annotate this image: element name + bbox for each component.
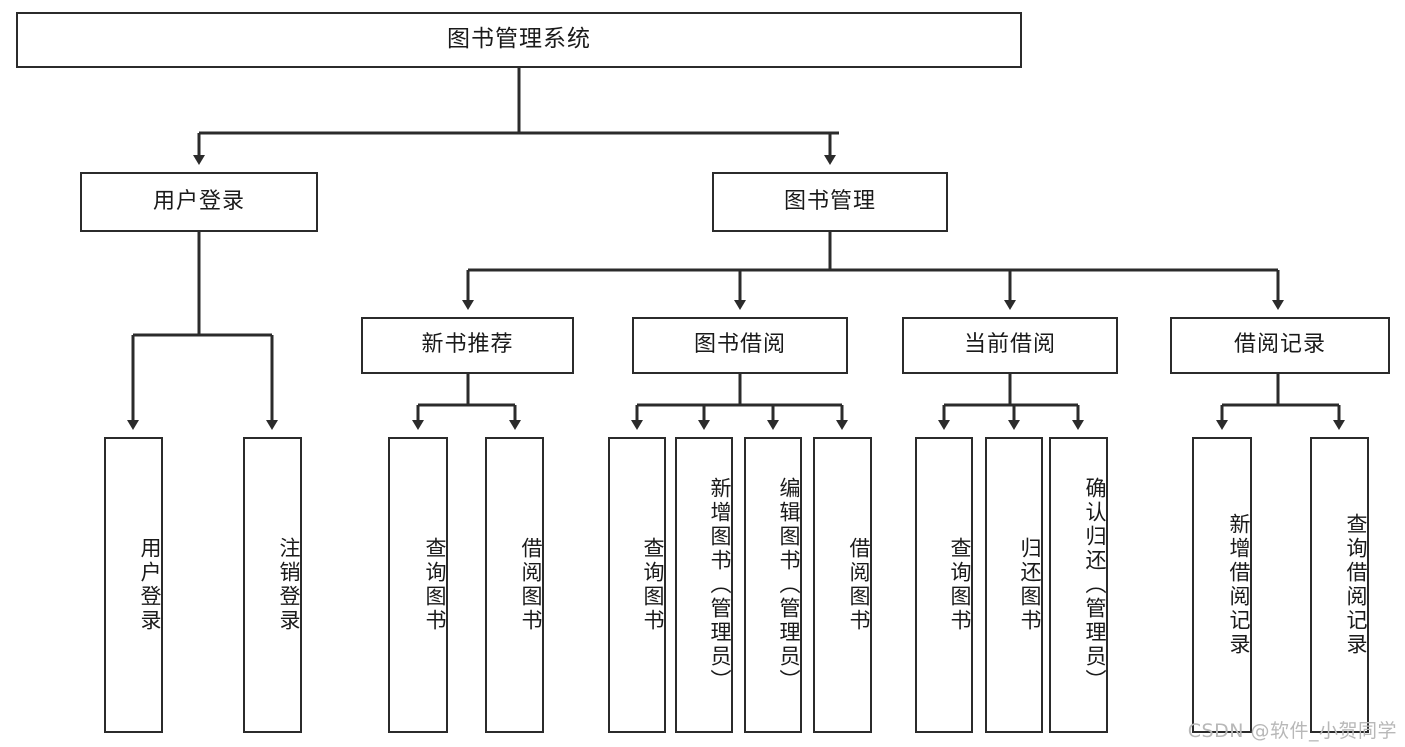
node-leaf-query-book-cur[interactable]: 查询图书 [915, 437, 973, 733]
node-leaf-query-book-rec[interactable]: 查询图书 [388, 437, 448, 733]
node-book-manage[interactable]: 图书管理 [712, 172, 948, 232]
node-leaf-return-book-label: 归还图书 [1018, 537, 1042, 633]
node-leaf-confirm-return[interactable]: 确认归还（管理员） [1049, 437, 1108, 733]
node-root-label: 图书管理系统 [447, 26, 591, 53]
node-leaf-query-book-cur-label: 查询图书 [948, 537, 972, 633]
node-leaf-query-book-rec-label: 查询图书 [423, 537, 447, 633]
node-leaf-query-record-label: 查询借阅记录 [1344, 513, 1368, 657]
node-leaf-borrow-book-bor[interactable]: 借阅图书 [813, 437, 872, 733]
node-leaf-query-book-bor-label: 查询图书 [641, 537, 665, 633]
node-book-manage-label: 图书管理 [783, 188, 876, 214]
node-leaf-add-book[interactable]: 新增图书（管理员） [675, 437, 733, 733]
node-leaf-add-record[interactable]: 新增借阅记录 [1192, 437, 1252, 733]
node-leaf-add-record-label: 新增借阅记录 [1227, 513, 1251, 657]
node-book-borrow-label: 图书借阅 [693, 332, 786, 358]
node-leaf-query-record[interactable]: 查询借阅记录 [1310, 437, 1369, 733]
node-leaf-borrow-book-rec[interactable]: 借阅图书 [485, 437, 544, 733]
node-leaf-query-book-bor[interactable]: 查询图书 [608, 437, 666, 733]
node-current-borrow[interactable]: 当前借阅 [902, 317, 1118, 374]
node-borrow-record[interactable]: 借阅记录 [1170, 317, 1390, 374]
node-leaf-add-book-label: 新增图书（管理员） [708, 477, 732, 693]
node-current-borrow-label: 当前借阅 [963, 332, 1056, 358]
node-leaf-return-book[interactable]: 归还图书 [985, 437, 1043, 733]
node-leaf-user-login[interactable]: 用户登录 [104, 437, 163, 733]
node-user-login[interactable]: 用户登录 [80, 172, 318, 232]
node-leaf-user-login-label: 用户登录 [138, 537, 162, 633]
node-new-book-recommend[interactable]: 新书推荐 [361, 317, 574, 374]
node-book-borrow[interactable]: 图书借阅 [632, 317, 848, 374]
node-leaf-confirm-return-label: 确认归还（管理员） [1083, 477, 1107, 693]
watermark: CSDN @软件_小贺同学 [1187, 720, 1397, 742]
node-leaf-edit-book[interactable]: 编辑图书（管理员） [744, 437, 802, 733]
node-new-book-recommend-label: 新书推荐 [421, 332, 514, 358]
node-borrow-record-label: 借阅记录 [1233, 332, 1326, 358]
node-root[interactable]: 图书管理系统 [16, 12, 1022, 68]
node-leaf-borrow-book-rec-label: 借阅图书 [519, 537, 543, 633]
node-leaf-edit-book-label: 编辑图书（管理员） [777, 477, 801, 693]
node-leaf-user-logout-label: 注销登录 [277, 537, 301, 633]
node-user-login-label: 用户登录 [152, 188, 245, 214]
node-leaf-borrow-book-bor-label: 借阅图书 [847, 537, 871, 633]
node-leaf-user-logout[interactable]: 注销登录 [243, 437, 302, 733]
